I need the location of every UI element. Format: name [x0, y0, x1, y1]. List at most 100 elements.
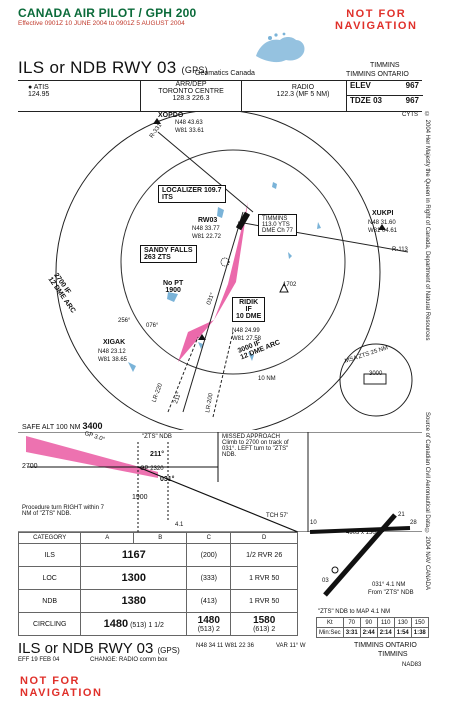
footer-procedure-name: ILS or NDB RWY 03 — [18, 640, 154, 657]
nfn-line2: NAVIGATION — [20, 687, 103, 699]
footer-var: VAR 11° W — [276, 643, 306, 649]
msa-altitude: 3000 — [369, 371, 383, 377]
minimums-table: CATEGORY A B C D ILS 1167 (200) 1/2 RVR … — [17, 532, 298, 636]
circling-d-hat: (613) 2 — [253, 626, 276, 633]
profile-gp-2320: GP 2320 — [140, 466, 164, 472]
kt-value: 90 — [359, 617, 378, 628]
table-row: LOC 1300 (333) 1 RVR 50 — [17, 566, 298, 590]
runway-28-label: 28 — [410, 520, 417, 526]
localizer-freq: LOCALIZER 109.7 — [162, 187, 222, 194]
effective-dates: Effective 0901Z 10 JUNE 2004 to 0901Z 5 … — [18, 20, 185, 27]
ridik-dme: 10 DME — [236, 313, 262, 320]
row-mda: 1300 — [80, 566, 188, 590]
footer-title: ILS or NDB RWY 03 (GPS) — [18, 640, 180, 657]
procedure-suffix: (GPS) — [181, 65, 209, 75]
runway-10-label: 10 — [310, 520, 317, 526]
time-value: 1:54 — [393, 627, 412, 638]
xukpi-fix — [378, 224, 386, 230]
atis-label: ATIS — [33, 84, 49, 91]
circling-c: 1480(513) 2 — [186, 612, 232, 636]
source-sidebar: Source of Canadian Civil Aeronautical Da… — [424, 412, 430, 590]
runway-21-label: 21 — [398, 512, 405, 518]
profile-distance: 4.1 — [175, 522, 184, 528]
msa-alt-box — [363, 373, 387, 385]
aerodrome-from: From "ZTS" NDB — [368, 590, 414, 596]
row-category: NDB — [17, 589, 82, 613]
localizer-box: LOCALIZER 109.7 ITS — [158, 185, 226, 203]
table-row: NDB 1380 (413) 1 RVR 50 — [17, 589, 298, 613]
profile-crs-031: 031° — [160, 476, 175, 483]
airport-beacon — [331, 566, 339, 574]
procedure-title: ILS or NDB RWY 03 (GPS) — [18, 58, 208, 78]
header-c: C — [186, 532, 232, 544]
minimums-header-row: CATEGORY A B C D — [17, 532, 298, 544]
radio-block: RADIO 122.3 (MF 5 NM) — [263, 84, 343, 98]
vor-box: TIMMINS 113.0 YTS DME Ch 77 — [258, 214, 298, 236]
nfn-line1: NOT FOR — [346, 8, 407, 20]
timing-title: "ZTS" NDB to MAP 4.1 NM — [318, 609, 391, 615]
row-hat: (413) — [186, 589, 232, 613]
ridik-name: RIDIK — [239, 299, 259, 306]
footer-datum: NAD83 — [402, 662, 422, 668]
ridik-if: IF — [245, 306, 252, 313]
row-vis: 1/2 RVR 26 — [230, 543, 298, 567]
atis-block: ● ATIS 124.95 — [28, 84, 50, 98]
table-row: ILS 1167 (200) 1/2 RVR 26 — [17, 543, 298, 567]
not-for-navigation-bottom: NOT FOR NAVIGATION — [20, 675, 102, 699]
xigak-label: XIGAK — [103, 339, 126, 346]
circling-c-hat: (513) 2 — [197, 626, 220, 633]
ndb-symbol — [220, 257, 230, 267]
row-mda: 1380 — [80, 589, 188, 613]
radio-label: RADIO — [291, 84, 315, 91]
row-hat: (200) — [186, 543, 232, 567]
missed-approach-text: MISSED APPROACH Climb to 2700 on track o… — [222, 434, 289, 458]
final-course-line — [182, 211, 244, 413]
course-076: 076° — [146, 323, 159, 329]
xukpi-label: XUKPI — [372, 210, 394, 217]
profile-ndb-label: "ZTS" NDB — [142, 434, 172, 440]
nfn-line1: NOT FOR — [20, 675, 80, 687]
row-hat: (333) — [186, 566, 232, 590]
rw03-lon: W81 22.72 — [192, 234, 222, 240]
no-pt-block: No PT 1900 — [163, 280, 183, 294]
elev-value: 967 — [405, 81, 419, 90]
radio-freq: 122.3 (MF 5 NM) — [276, 91, 330, 98]
arrdep-label: ARR/DEP — [175, 81, 207, 88]
profile-view — [18, 432, 422, 532]
footer-change: CHANGE: RADIO comm box — [90, 657, 168, 663]
not-for-navigation-top: NOT FOR NAVIGATION — [335, 8, 417, 32]
ten-nm-ring — [55, 112, 381, 430]
canada-map-logo — [256, 32, 305, 63]
sandy-falls-box: SANDY FALLS 263 ZTS — [140, 245, 197, 263]
kt-value: 70 — [342, 617, 361, 628]
sandy-falls-name: SANDY FALLS — [144, 247, 193, 254]
no-pt-alt: 1900 — [165, 287, 181, 294]
ridik-lat: N48 24.99 — [232, 328, 260, 334]
vor-freq: 113.0 YTS — [262, 222, 290, 228]
source-label: Geomatics Canada — [195, 70, 255, 77]
header-b: B — [133, 532, 188, 544]
xigak-fix — [198, 334, 206, 340]
row-vis: 1 RVR 50 — [230, 566, 298, 590]
vor-name: TIMMINS — [262, 216, 288, 222]
aerodrome-course: 031° 4.1 NM — [372, 582, 406, 588]
rw03-label: RW03 — [198, 217, 218, 224]
r113-label: R-113 — [392, 247, 408, 253]
arrdep-block: ARR/DEP TORONTO CENTRE 128.3 226.3 — [140, 81, 242, 111]
runway-dimensions: 4903 x 150 — [346, 530, 376, 536]
elev-label: ELEV — [350, 81, 371, 90]
xopdo-fix — [153, 118, 161, 124]
timing-time-row: Min:Sec 3:31 2:44 2:14 1:54 1:38 — [316, 627, 429, 638]
procedure-turn-text: Procedure turn RIGHT within 7 NM of "ZTS… — [22, 505, 104, 517]
xopdo-lon: W81 33.61 — [175, 128, 205, 134]
row-mda: 1167 — [80, 543, 188, 567]
time-value: 2:44 — [359, 627, 378, 638]
arrdep-name: TORONTO CENTRE — [158, 88, 224, 95]
vor-dme: DME Ch 77 — [262, 228, 294, 234]
no-pt-label: No PT — [163, 280, 184, 287]
profile-alt-2700: 2700 — [22, 463, 38, 470]
dme-arc — [120, 149, 346, 375]
ridik-lon: W81 27.58 — [232, 336, 262, 342]
row-category: ILS — [17, 543, 82, 567]
